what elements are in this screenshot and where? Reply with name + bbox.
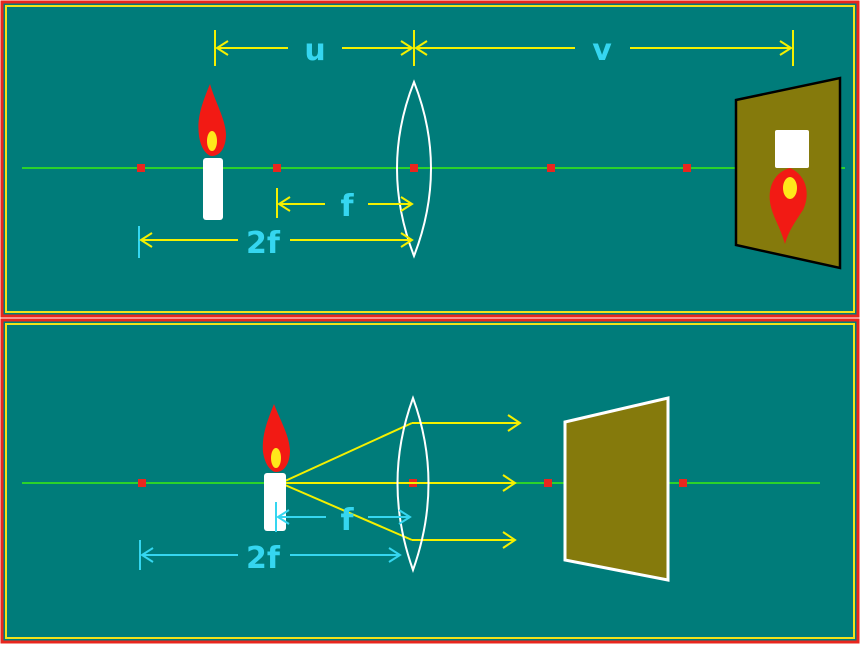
top-label-u: u	[304, 33, 325, 68]
top-dimension-f: f	[276, 188, 414, 224]
bottom-2f-arrow-left	[140, 547, 154, 563]
top-label-v: v	[592, 33, 612, 68]
top-image-candle-body	[775, 130, 809, 168]
top-dimension-u: u	[214, 30, 415, 68]
bottom-2f-arrow-right	[388, 547, 402, 563]
bottom-panel-inner-border	[5, 323, 855, 639]
top-convex-lens	[396, 79, 432, 259]
bottom-ray-upper-in	[284, 422, 413, 482]
bottom-candle-flame-core	[271, 448, 281, 468]
bottom-panel-background	[0, 318, 860, 644]
bottom-ray-lower-in	[284, 484, 413, 541]
top-f-arrow-right	[400, 196, 414, 212]
top-inverted-image	[769, 130, 809, 244]
bottom-ray-middle-arrow	[502, 474, 517, 492]
top-candle-body	[203, 158, 223, 220]
top-v-arrow-left	[414, 40, 428, 56]
bottom-ray-upper-arrow	[507, 414, 522, 432]
top-u-arrow-right	[400, 40, 414, 56]
bottom-f-arrow-right	[398, 509, 412, 525]
top-panel: u v f 2f	[0, 0, 860, 318]
top-dimension-v: v	[414, 30, 794, 68]
top-label-f: f	[340, 189, 354, 224]
top-dimension-2f: 2f	[138, 226, 414, 261]
top-2f-arrow-left	[139, 232, 153, 248]
top-panel-inner-border	[5, 5, 855, 313]
bottom-candle-flame	[262, 404, 290, 472]
bottom-ray-lower-arrow	[502, 531, 517, 549]
bottom-f-arrow-left	[276, 509, 290, 525]
top-candle-flame-core	[207, 131, 217, 151]
bottom-point-2f-right	[679, 479, 687, 487]
top-v-arrow-right	[779, 40, 793, 56]
top-point-f-right	[547, 164, 555, 172]
bottom-light-rays	[284, 414, 522, 549]
bottom-convex-lens	[396, 395, 430, 573]
top-point-2f-right	[683, 164, 691, 172]
top-label-2f: 2f	[246, 226, 281, 261]
bottom-panel: f 2f	[0, 318, 860, 644]
bottom-screen	[563, 396, 670, 582]
bottom-point-f-right	[544, 479, 552, 487]
bottom-point-2f-left	[138, 479, 146, 487]
bottom-label-f: f	[340, 503, 354, 538]
bottom-dimension-2f: 2f	[139, 540, 402, 576]
top-point-2f-left	[137, 164, 145, 172]
bottom-dimension-f: f	[275, 502, 412, 538]
top-image-flame	[769, 168, 807, 244]
top-image-flame-core	[783, 177, 797, 199]
top-point-optical-center	[410, 164, 418, 172]
top-candle	[198, 84, 226, 220]
top-f-arrow-left	[277, 196, 291, 212]
bottom-label-2f: 2f	[246, 541, 281, 576]
top-u-arrow-left	[215, 40, 229, 56]
top-candle-flame	[198, 84, 226, 156]
top-point-f-left	[273, 164, 281, 172]
top-2f-arrow-right	[400, 232, 414, 248]
